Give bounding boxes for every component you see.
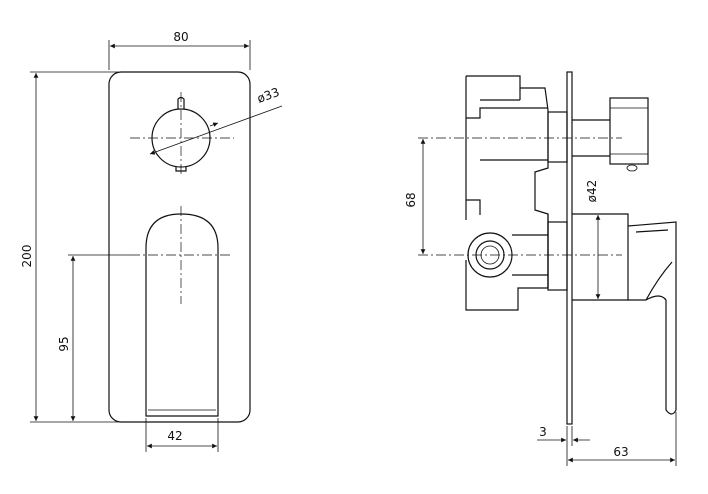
valve-body: [465, 75, 549, 311]
dim-height: 200: [20, 71, 118, 423]
side-view: 68 ø42 3 63: [404, 71, 677, 466]
dim-outlet-spacing-label: 68: [404, 192, 418, 207]
dim-lever-height: 95: [57, 254, 130, 421]
mixer-lever: [130, 206, 232, 417]
dim-knob-diameter: ø33: [149, 85, 283, 155]
dim-lever-height-label: 95: [57, 336, 71, 351]
dim-width: 80: [108, 30, 251, 70]
dim-outlet-spacing: 68: [404, 139, 426, 254]
dim-trim-diameter: ø42: [585, 180, 601, 299]
dim-width-label: 80: [173, 30, 188, 44]
side-knob: [547, 97, 649, 172]
dim-projection: 63: [566, 412, 677, 466]
dim-plate-thickness-label: 3: [539, 425, 547, 439]
front-view: 80 200 ø33 95 42: [20, 30, 283, 452]
side-lever: [627, 221, 677, 415]
dim-projection-label: 63: [613, 445, 628, 459]
side-plate: [566, 71, 573, 425]
dim-lever-width: 42: [145, 418, 219, 452]
dim-lever-width-label: 42: [167, 429, 182, 443]
dim-plate-thickness: 3: [537, 425, 590, 446]
dim-knob-diameter-label: ø33: [255, 85, 281, 106]
dim-height-label: 200: [20, 245, 34, 268]
side-trim: [547, 213, 629, 301]
dim-trim-diameter-label: ø42: [585, 180, 599, 203]
front-plate: [108, 71, 251, 423]
diverter-knob: [130, 92, 234, 176]
